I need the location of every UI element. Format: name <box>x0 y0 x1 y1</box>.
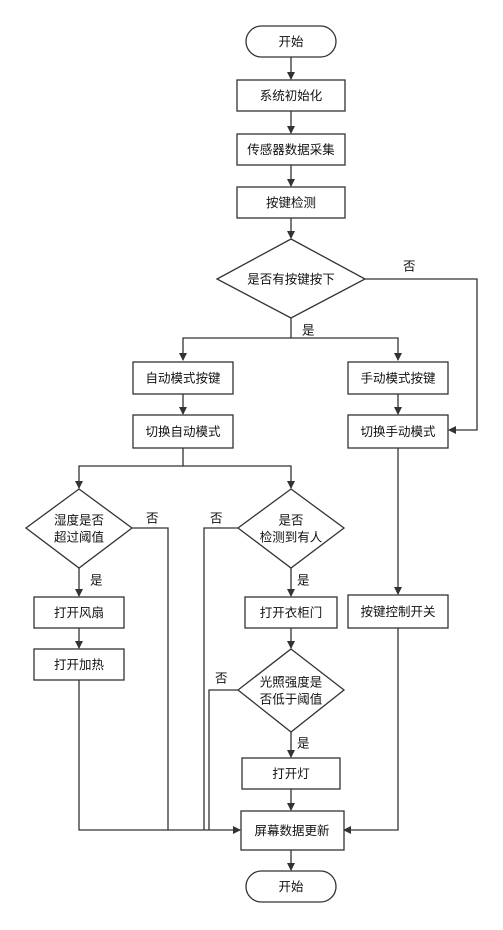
node-heat: 打开加热 <box>33 648 125 681</box>
node-screen: 屏幕数据更新 <box>240 810 345 851</box>
heat-label: 打开加热 <box>54 657 105 672</box>
edge-labels: 否 是 否 否 是 是 否 是 <box>90 259 416 751</box>
label-yes-keypress: 是 <box>302 323 315 338</box>
label-no-person: 否 <box>210 511 223 526</box>
label-no-keypress: 否 <box>403 259 416 274</box>
sensor-label: 传感器数据采集 <box>247 142 335 157</box>
node-fan: 打开风扇 <box>33 596 125 629</box>
node-start: 开始 <box>245 25 337 58</box>
person-question-line2: 检测到有人 <box>260 530 323 545</box>
manual-key-label: 手动模式按键 <box>360 371 436 386</box>
wardrobe-label: 打开衣柜门 <box>260 605 323 620</box>
decision-person: 是否 检测到有人 <box>236 488 346 569</box>
edge-humidity-no <box>132 527 169 830</box>
end-label: 开始 <box>278 879 304 894</box>
keypress-question-label: 是否有按键按下 <box>247 272 335 287</box>
edge-person-no <box>203 527 238 830</box>
humidity-question-line1: 湿度是否 <box>54 513 104 528</box>
humidity-question-line2: 超过阈值 <box>54 530 104 545</box>
label-no-humidity: 否 <box>146 511 159 526</box>
edge-auto-humidity <box>75 448 184 489</box>
edge-decision-manual <box>291 337 402 361</box>
node-init: 系统初始化 <box>236 79 346 112</box>
person-question-line1: 是否 <box>278 513 303 528</box>
node-auto-key: 自动模式按键 <box>132 361 234 395</box>
switch-manual-label: 切换手动模式 <box>360 424 436 439</box>
light-question-line1: 光照强度是 <box>260 675 323 690</box>
label-yes-light: 是 <box>297 736 310 751</box>
node-key-control: 按键控制开关 <box>347 594 449 629</box>
node-switch-auto: 切换自动模式 <box>132 414 234 449</box>
decision-keypress: 是否有按键按下 <box>215 238 367 319</box>
label-no-light: 否 <box>215 671 228 686</box>
fan-label: 打开风扇 <box>54 605 104 620</box>
screen-label: 屏幕数据更新 <box>254 823 329 838</box>
node-end: 开始 <box>245 870 337 903</box>
edge-decision-no-switch-manual <box>365 278 478 434</box>
label-yes-person: 是 <box>297 573 310 588</box>
auto-key-label: 自动模式按键 <box>145 371 221 386</box>
node-switch-manual: 切换手动模式 <box>347 414 449 449</box>
keycheck-label: 按键检测 <box>266 195 316 210</box>
node-sensor: 传感器数据采集 <box>236 133 346 166</box>
lamp-label: 打开灯 <box>272 766 310 781</box>
node-keycheck: 按键检测 <box>236 186 346 219</box>
edge-auto-person <box>183 465 295 489</box>
key-control-label: 按键控制开关 <box>360 604 435 619</box>
light-question-line2: 否低于阈值 <box>260 692 323 707</box>
edge-light-no <box>208 689 238 830</box>
start-label: 开始 <box>278 34 304 49</box>
label-yes-humidity: 是 <box>90 573 103 588</box>
node-lamp: 打开灯 <box>241 757 341 790</box>
init-label: 系统初始化 <box>260 88 323 103</box>
edge-decision-auto <box>179 318 292 361</box>
edge-keycontrol-screen <box>343 628 399 834</box>
edge-heat-screen <box>78 680 241 834</box>
decision-humidity: 湿度是否 超过阈值 <box>24 488 134 569</box>
switch-auto-label: 切换自动模式 <box>145 424 221 439</box>
node-manual-key: 手动模式按键 <box>347 361 449 395</box>
connectors <box>75 57 478 871</box>
node-wardrobe: 打开衣柜门 <box>244 596 338 629</box>
decision-light: 光照强度是 否低于阈值 <box>236 648 346 733</box>
